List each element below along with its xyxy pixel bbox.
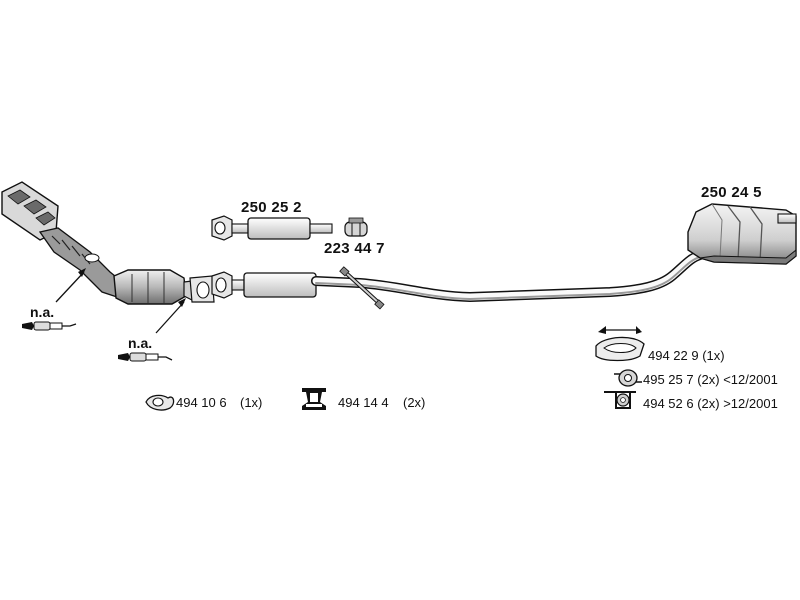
legend-mount-bracket-number[interactable]: 494 14 4 bbox=[338, 395, 389, 410]
not-available-label-upper: n.a. bbox=[30, 304, 55, 320]
legend-rubber-ring-old[interactable]: 495 25 7 (2x) <12/2001 bbox=[643, 372, 778, 387]
mount-bracket-icon bbox=[302, 388, 326, 410]
rear-muffler[interactable] bbox=[687, 203, 797, 265]
part-label-front-pipe[interactable]: 250 25 2 bbox=[241, 199, 302, 216]
legend-rubber-strap[interactable]: 494 22 9 (1x) bbox=[648, 348, 725, 363]
legend-mount-bracket-qty: (2x) bbox=[403, 395, 426, 410]
gasket-icon bbox=[145, 394, 175, 411]
lambda-sensor-lower[interactable] bbox=[118, 352, 173, 362]
sensor-arrows bbox=[55, 268, 186, 334]
legend-gasket-qty: (1x) bbox=[240, 395, 263, 410]
middle-pipe-assembly[interactable] bbox=[211, 250, 705, 310]
legend-rubber-ring-new[interactable]: 494 52 6 (2x) >12/2001 bbox=[643, 396, 778, 411]
part-label-clamp[interactable]: 223 44 7 bbox=[324, 240, 385, 257]
part-label-rear-muffler[interactable]: 250 24 5 bbox=[701, 184, 762, 201]
rubber-ring-bracket-icon bbox=[604, 391, 636, 409]
lambda-sensor-upper[interactable] bbox=[22, 321, 77, 331]
legend-gasket-number[interactable]: 494 10 6 bbox=[176, 395, 227, 410]
not-available-label-lower: n.a. bbox=[128, 335, 153, 351]
rubber-ring-icon bbox=[614, 369, 642, 387]
clamp-part[interactable] bbox=[344, 217, 368, 237]
rubber-strap-icon bbox=[595, 326, 645, 362]
manifold-catalytic-converter[interactable] bbox=[1, 181, 215, 305]
front-pipe-part[interactable] bbox=[211, 215, 333, 241]
